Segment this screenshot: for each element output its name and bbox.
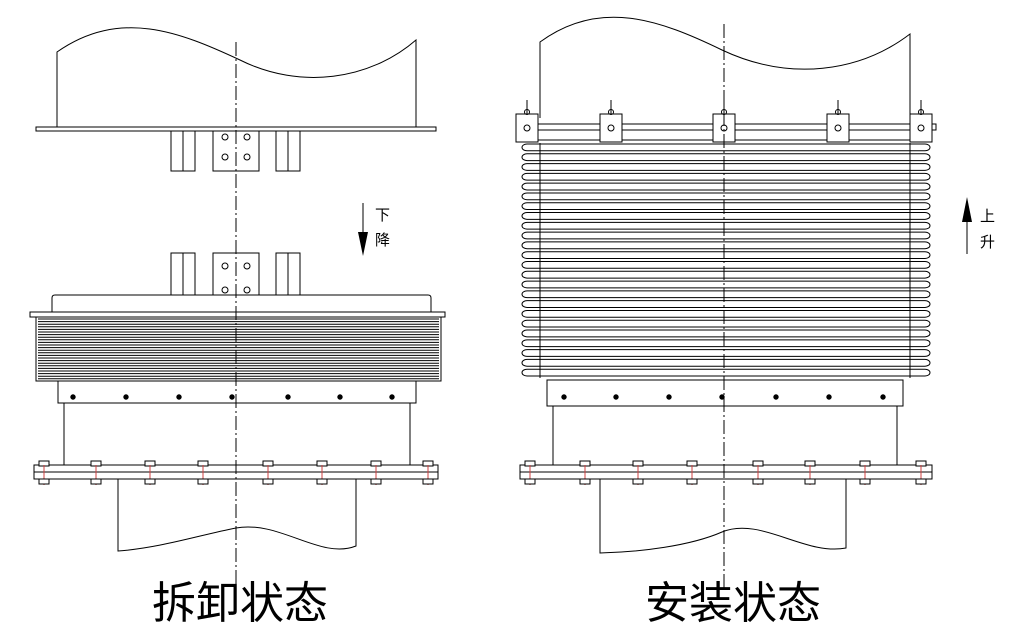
right-flange-bolts (524, 460, 927, 485)
clamp-hole (917, 124, 925, 132)
right-bellows-convolution (521, 261, 931, 269)
bolt-nut-bottom (752, 478, 764, 485)
clamp-block (826, 113, 850, 143)
right-bellows-extended (521, 143, 931, 378)
descend-char-1: 下 (375, 206, 390, 224)
rivet (176, 394, 182, 400)
down-arrow-icon (358, 232, 368, 256)
clamp-block (909, 113, 933, 143)
rivet (389, 394, 395, 400)
rivet (773, 394, 779, 400)
right-bellows-convolution (521, 182, 931, 191)
right-bellows-convolution (521, 212, 931, 220)
right-lower-duct (599, 479, 847, 554)
right-bellows-convolution (521, 192, 931, 201)
right-bellows-convolution (521, 349, 931, 357)
right-upper-duct (539, 16, 911, 118)
right-bellows-convolution (521, 153, 931, 162)
bolt-nut-bottom (144, 478, 156, 485)
left-lower-body (63, 402, 411, 466)
right-bellows-convolution (521, 221, 931, 230)
clamp-hole (834, 124, 842, 132)
right-caption: 安装状态 (645, 578, 821, 629)
right-bellows-convolution (521, 300, 931, 308)
rivet (880, 394, 886, 400)
clamp-screw-head (835, 109, 841, 115)
bolt-nut-bottom (90, 478, 102, 485)
bolt-nut-bottom (316, 478, 328, 485)
rivet (666, 394, 672, 400)
right-bellows-convolution (521, 202, 931, 211)
left-caption: 拆卸状态 (152, 578, 328, 629)
rivet (719, 394, 725, 400)
left-flange-bolts (38, 460, 434, 485)
right-bellows-convolution (521, 309, 931, 318)
right-bellows-convolution (521, 358, 931, 367)
bolt-nut-bottom (524, 478, 536, 485)
bolt-nut-bottom (804, 478, 816, 485)
right-bellows-convolution (521, 290, 931, 299)
left-upper-duct (56, 27, 417, 127)
clamp-screw-head (918, 109, 924, 115)
right-bellows-convolution (521, 163, 931, 171)
bolt-nut-bottom (632, 478, 644, 485)
bolt-nut-bottom (38, 478, 50, 485)
bolt-nut-bottom (422, 478, 434, 485)
bolt-nut-bottom (370, 478, 382, 485)
descend-char-2: 降 (375, 231, 390, 249)
ascend-char-2: 升 (980, 233, 995, 251)
clamp-screw-head (608, 109, 614, 115)
left-collar-rivets (70, 394, 395, 400)
left-bellows-top-plate (51, 294, 432, 312)
descend-arrow: 下 降 (358, 203, 390, 256)
right-bellows-convolution (521, 280, 931, 289)
up-arrow-icon (962, 197, 972, 222)
right-bellows-convolution (521, 368, 931, 377)
right-upper-clamps (515, 100, 933, 143)
left-bellows-compressed (35, 316, 442, 382)
right-panel-installed (515, 16, 937, 590)
rivet (561, 394, 567, 400)
bolt-nut-bottom (686, 478, 698, 485)
rivet (337, 394, 343, 400)
clamp-hole (607, 124, 615, 132)
rivet (826, 394, 832, 400)
right-bellows-convolution (521, 143, 931, 152)
bolt-nut-bottom (859, 478, 871, 485)
left-bellows-flange (29, 311, 446, 318)
rivet (70, 394, 76, 400)
right-lower-body (552, 405, 898, 466)
right-bellows-convolution (521, 251, 931, 259)
ascend-arrow: 上 升 (962, 197, 995, 254)
left-lower-duct (117, 479, 357, 552)
ascend-char-1: 上 (980, 207, 995, 225)
rivet (229, 394, 235, 400)
right-bellows-convolution (521, 339, 931, 348)
clamp-block (515, 113, 539, 143)
rivet (285, 394, 291, 400)
rivet (613, 394, 619, 400)
right-bellows-convolution (521, 270, 931, 279)
right-bellows-convolution (521, 241, 931, 250)
clamp-hole (523, 124, 531, 132)
clamp-block (599, 113, 623, 143)
right-bellows-convolution (521, 231, 931, 240)
left-panel-disassembled (29, 27, 446, 590)
right-lower-collar (546, 379, 904, 407)
right-collar-rivets (561, 394, 886, 400)
bolt-nut-bottom (915, 478, 927, 485)
bolt-nut-bottom (197, 478, 209, 485)
clamp-screw-head (524, 109, 530, 115)
bolt-nut-bottom (262, 478, 274, 485)
left-lower-collar (57, 380, 417, 404)
right-bellows-convolution (521, 329, 931, 338)
right-bellows-convolution (521, 172, 931, 181)
right-bellows-convolution (521, 319, 931, 328)
rivet (123, 394, 129, 400)
bolt-nut-bottom (579, 478, 591, 485)
